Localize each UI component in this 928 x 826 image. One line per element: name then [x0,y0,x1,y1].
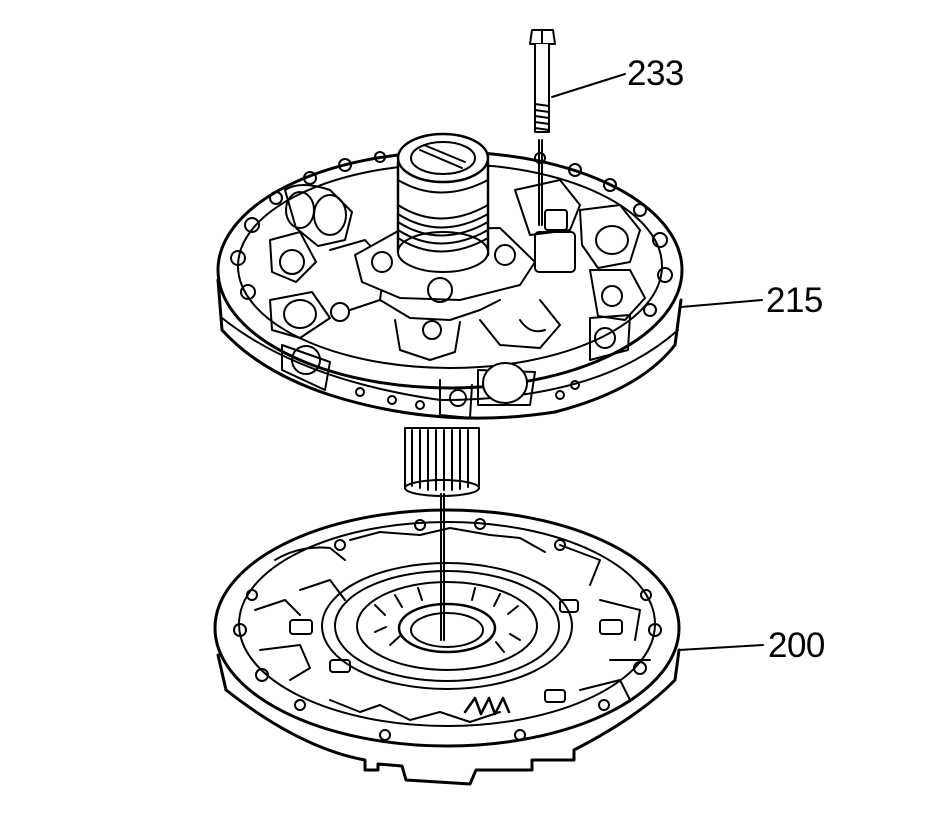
alignment-lines [440,139,543,641]
leader-215 [680,299,763,308]
pump-cover-215 [216,132,684,420]
bolt-233 [529,29,556,133]
callout-215: 215 [766,281,823,320]
callout-233: 233 [627,54,684,93]
input-shaft [404,427,480,497]
pump-body-200 [213,508,681,786]
leader-233 [551,73,626,98]
leader-200 [678,644,764,651]
callout-200: 200 [768,626,825,665]
leader-lines [551,73,764,651]
